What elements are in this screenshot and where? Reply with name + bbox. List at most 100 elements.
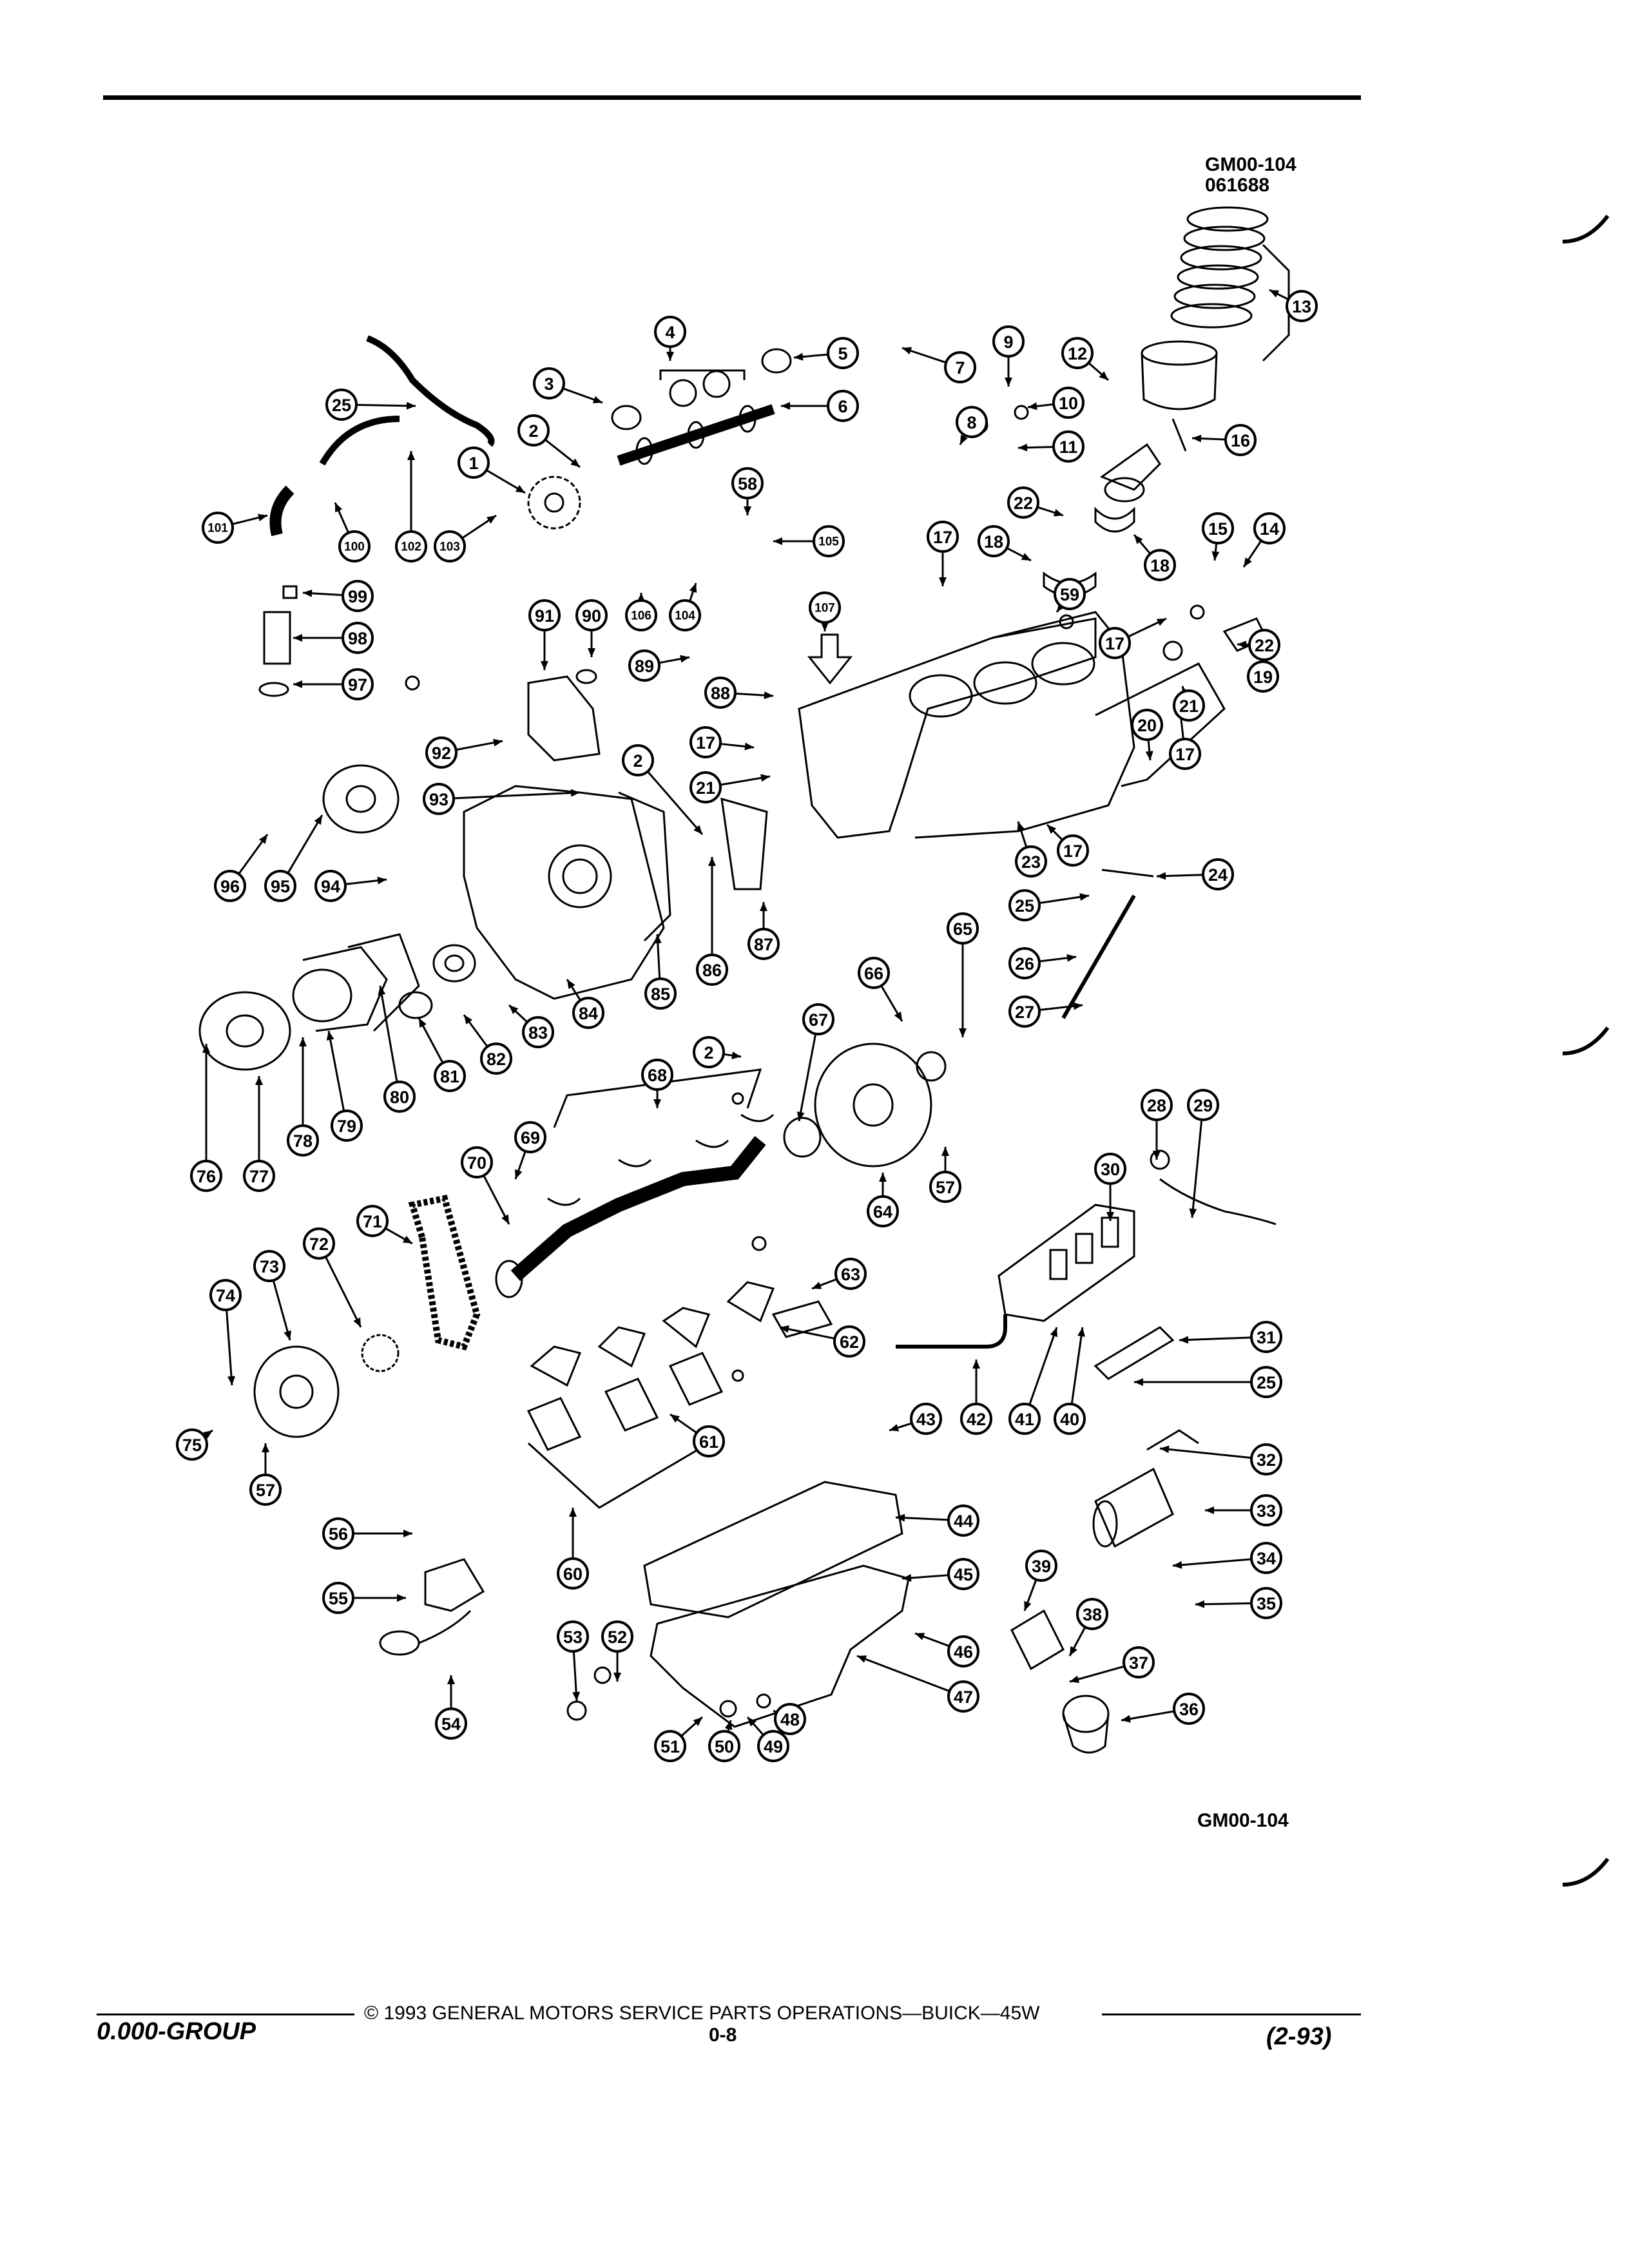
leader-arrowhead-26 bbox=[1066, 954, 1076, 962]
callout-number: 48 bbox=[780, 1710, 800, 1729]
leader-line-74 bbox=[226, 1309, 233, 1386]
callout-number: 76 bbox=[197, 1167, 216, 1186]
leader-arrowhead-69 bbox=[515, 1169, 523, 1179]
leader-arrowhead-27 bbox=[1073, 1002, 1083, 1010]
callout-number: 54 bbox=[441, 1715, 461, 1734]
callout-number: 31 bbox=[1257, 1328, 1276, 1347]
callout-circle bbox=[1202, 512, 1234, 544]
callout-number: 107 bbox=[815, 602, 835, 615]
callout-number: 2 bbox=[528, 421, 538, 441]
callout-23: 23 bbox=[1015, 845, 1047, 878]
callout-61: 61 bbox=[693, 1425, 725, 1457]
callout-circle bbox=[693, 1036, 725, 1068]
callout-number: 51 bbox=[660, 1737, 680, 1756]
callout-3: 3 bbox=[533, 367, 565, 399]
callout-number: 38 bbox=[1083, 1605, 1102, 1624]
callout-number: 4 bbox=[665, 323, 675, 342]
leader-arrowhead-88 bbox=[764, 691, 773, 700]
callout-41: 41 bbox=[1008, 1403, 1041, 1435]
leader-arrowhead-24 bbox=[1157, 872, 1166, 880]
callout-number: 104 bbox=[675, 610, 695, 623]
callout-circle bbox=[696, 954, 728, 986]
callout-circle bbox=[947, 1635, 979, 1667]
callout-circle bbox=[956, 406, 988, 438]
callout-number: 71 bbox=[363, 1212, 382, 1231]
callout-81: 81 bbox=[434, 1060, 466, 1092]
callout-number: 77 bbox=[249, 1167, 269, 1186]
callout-circle bbox=[243, 1160, 275, 1192]
leader-line-95 bbox=[287, 814, 323, 874]
page-hole-mark-middle bbox=[1562, 1026, 1610, 1055]
leader-line-37 bbox=[1069, 1665, 1125, 1683]
callout-circle bbox=[1250, 1542, 1282, 1574]
leader-arrowhead-67 bbox=[796, 1111, 805, 1121]
leader-arrowhead-21 bbox=[760, 774, 770, 782]
callout-circle bbox=[342, 580, 374, 612]
leader-arrowhead-51 bbox=[693, 1717, 702, 1726]
leader-arrowhead-101 bbox=[257, 514, 267, 522]
callout-circle bbox=[601, 1620, 633, 1653]
callout-number: 17 bbox=[1175, 745, 1195, 764]
footer-rule-right bbox=[1102, 2013, 1361, 2015]
leader-arrowhead-56 bbox=[403, 1530, 412, 1537]
callout-96: 96 bbox=[214, 870, 246, 902]
callout-number: 17 bbox=[933, 528, 952, 547]
leader-arrowhead-41 bbox=[1050, 1327, 1058, 1338]
callout-number: 83 bbox=[528, 1023, 548, 1043]
callout-circle bbox=[425, 736, 458, 769]
leader-arrowhead-104 bbox=[689, 583, 697, 593]
callout-circle bbox=[514, 1121, 546, 1153]
callout-77: 77 bbox=[243, 1160, 275, 1192]
leader-arrowhead-47 bbox=[857, 1655, 867, 1663]
callout-number: 55 bbox=[329, 1589, 348, 1608]
callout-44: 44 bbox=[947, 1504, 979, 1537]
callout-6: 6 bbox=[827, 390, 859, 422]
callout-21: 21 bbox=[689, 771, 722, 803]
leader-arrowhead-36 bbox=[1121, 1715, 1131, 1723]
callout-102: 102 bbox=[395, 530, 427, 562]
leader-arrowhead-99 bbox=[303, 589, 313, 597]
callout-circle bbox=[1141, 1089, 1173, 1121]
callout-51: 51 bbox=[654, 1730, 686, 1762]
callout-circle bbox=[1008, 889, 1041, 921]
leader-arrowhead-8 bbox=[960, 434, 968, 445]
callout-circle bbox=[423, 783, 455, 815]
leader-arrowhead-45 bbox=[902, 1573, 912, 1582]
leader-arrowhead-76 bbox=[202, 1044, 210, 1053]
leader-arrowhead-42 bbox=[972, 1360, 980, 1369]
callout-number: 84 bbox=[579, 1004, 598, 1023]
callout-circle bbox=[264, 870, 296, 902]
callout-circle bbox=[287, 1124, 319, 1157]
callout-number: 85 bbox=[651, 985, 670, 1004]
callout-circle bbox=[1144, 549, 1176, 581]
footer-copyright: © 1993 GENERAL MOTORS SERVICE PARTS OPER… bbox=[364, 2003, 1040, 2024]
callout-circle bbox=[522, 1016, 554, 1048]
callout-circle bbox=[809, 591, 841, 624]
leader-arrowhead-58 bbox=[744, 506, 751, 515]
callout-circle bbox=[1173, 689, 1205, 722]
leader-arrowhead-84 bbox=[567, 979, 575, 990]
leader-arrowhead-17 bbox=[1156, 619, 1166, 626]
leader-line-32 bbox=[1159, 1447, 1252, 1459]
leader-arrowhead-79 bbox=[326, 1031, 334, 1041]
leader-arrowhead-46 bbox=[915, 1633, 925, 1640]
callout-circle bbox=[1248, 629, 1280, 661]
callout-circle bbox=[461, 1146, 493, 1178]
leader-arrowhead-6 bbox=[781, 402, 790, 410]
callout-number: 10 bbox=[1059, 394, 1078, 413]
footer-page-number: 0-8 bbox=[709, 2024, 737, 2046]
callout-22: 22 bbox=[1248, 629, 1280, 661]
leader-arrowhead-40 bbox=[1077, 1327, 1085, 1337]
callout-circle bbox=[1094, 1153, 1126, 1185]
callout-16: 16 bbox=[1224, 424, 1257, 456]
callout-circle bbox=[435, 1707, 467, 1740]
leader-arrowhead-63 bbox=[812, 1282, 822, 1289]
callout-5: 5 bbox=[827, 337, 859, 369]
leader-line-31 bbox=[1179, 1336, 1252, 1341]
callout-number: 25 bbox=[1015, 896, 1034, 916]
callout-circle bbox=[1224, 424, 1257, 456]
leader-arrowhead-4 bbox=[666, 352, 674, 361]
leader-arrowhead-15 bbox=[1211, 551, 1220, 561]
callout-17: 17 bbox=[689, 726, 722, 758]
callout-number: 44 bbox=[954, 1512, 973, 1531]
